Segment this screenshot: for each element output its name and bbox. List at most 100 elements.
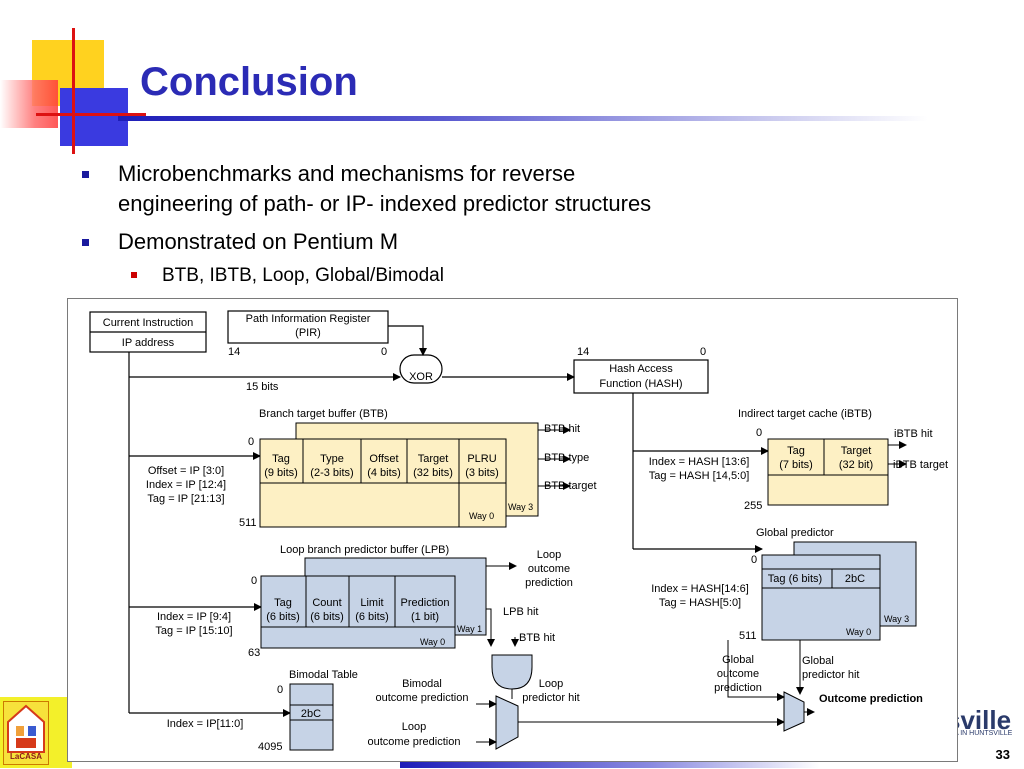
- btb-row-top: 0: [248, 436, 254, 448]
- lpb-col-name: Tag: [274, 597, 292, 609]
- pir-bit-low: 0: [381, 346, 387, 358]
- lpb-title: Loop branch predictor buffer (LPB): [280, 544, 449, 556]
- gp-row-bottom: 511: [739, 630, 757, 642]
- gp-row-top: 0: [751, 554, 757, 566]
- bimodal-row-top: 0: [277, 684, 283, 696]
- ibtb-col-sub: (7 bits): [779, 459, 813, 471]
- gp-hit-line: Global: [802, 655, 834, 667]
- lpb-col-sub: (6 bits): [310, 611, 344, 623]
- ibtb-title: Indirect target cache (iBTB): [738, 408, 872, 420]
- btb-table: [259, 422, 571, 528]
- ibtb-index-line: Index = HASH [13:6]: [649, 456, 750, 468]
- gp-way-front: Way 0: [846, 627, 871, 637]
- lpb-way-front: Way 0: [420, 637, 445, 647]
- sub-bullet-marker: [131, 272, 137, 278]
- gp-title: Global predictor: [756, 527, 834, 539]
- ibtb-row-bottom: 255: [744, 500, 762, 512]
- btb-index-line: Tag = IP [21:13]: [147, 493, 224, 505]
- hash-label-2: Function (HASH): [599, 378, 682, 390]
- bullet-3: BTB, IBTB, Loop, Global/Bimodal: [162, 265, 444, 286]
- ibtb-row-top: 0: [756, 427, 762, 439]
- gp-outcome-line: Global: [722, 654, 754, 666]
- gp-index-line: Tag = HASH[5:0]: [659, 597, 741, 609]
- diagram-canvas: Current Instruction IP address Path Info…: [89, 310, 948, 753]
- corner-vertical-line: [72, 28, 75, 154]
- loop-hit-line: Loop: [539, 678, 563, 690]
- lpb-col-name: Limit: [360, 597, 383, 609]
- btb-hit-gate-label: BTB hit: [519, 632, 555, 644]
- btb-type-out: BTB type: [544, 452, 589, 464]
- bottom-underline: [400, 762, 820, 768]
- btb-col-name: Type: [320, 453, 344, 465]
- lpb-table: [260, 557, 519, 649]
- btb-col-sub: (2-3 bits): [310, 467, 353, 479]
- bimodal-cell: 2bC: [301, 708, 321, 720]
- hash-label-1: Hash Access: [609, 363, 673, 375]
- hash-bit-high: 14: [577, 346, 589, 358]
- ibtb-hit-out: iBTB hit: [894, 428, 933, 440]
- loop-outcome-bottom-line: Loop: [402, 721, 426, 733]
- global-predictor-table: [761, 541, 917, 641]
- gp-col-name: Tag (6 bits): [768, 573, 822, 585]
- hash-bit-low: 0: [700, 346, 706, 358]
- pir-label-1: Path Information Register: [246, 313, 371, 325]
- title-underline: [118, 116, 928, 121]
- lpb-col-name: Count: [312, 597, 341, 609]
- and-gate: [491, 654, 533, 699]
- final-outcome-prediction: Outcome prediction: [819, 693, 923, 705]
- bullet-marker: [82, 239, 89, 246]
- pir-label-2: (PIR): [295, 327, 321, 339]
- bimodal-table: [289, 683, 334, 751]
- bimodal-outcome-line: Bimodal: [402, 678, 442, 690]
- current-instruction-label: Current Instruction: [103, 317, 193, 329]
- gp-outcome-line: prediction: [714, 682, 762, 694]
- bullet-2: Demonstrated on Pentium M: [118, 229, 399, 254]
- btb-way-back: Way 3: [508, 502, 533, 512]
- bimodal-index-line: Index = IP[11:0]: [167, 718, 244, 730]
- ibtb-col-name: Tag: [787, 445, 805, 457]
- lacasa-logo-text: LaCASA: [9, 752, 42, 761]
- lpb-outcome-line: Loop: [537, 549, 561, 561]
- gp-col-name: 2bC: [845, 573, 865, 585]
- btb-col-sub: (9 bits): [264, 467, 298, 479]
- btb-index-line: Offset = IP [3:0]: [148, 465, 224, 477]
- gp-hit-line: predictor hit: [802, 669, 859, 681]
- lpb-col-sub: (6 bits): [355, 611, 389, 623]
- xor-label: XOR: [409, 371, 433, 383]
- ibtb-table: [767, 438, 907, 506]
- lpb-col-sub: (6 bits): [266, 611, 300, 623]
- lpb-outcome-line: outcome: [528, 563, 570, 575]
- btb-col-name: Target: [418, 453, 449, 465]
- pir-bit-high: 14: [228, 346, 240, 358]
- lpb-row-top: 0: [251, 575, 257, 587]
- bimodal-row-bottom: 4095: [258, 741, 282, 753]
- bullet-1-line-2: engineering of path- or IP- indexed pred…: [118, 191, 652, 216]
- slide-title: Conclusion: [140, 60, 358, 104]
- corner-blue-square: [60, 88, 128, 146]
- btb-target-out: BTB target: [544, 480, 597, 492]
- lpb-hit-label: LPB hit: [503, 606, 538, 618]
- fifteen-bits-label: 15 bits: [246, 381, 279, 393]
- btb-col-name: Tag: [272, 453, 290, 465]
- loop-hit-line: predictor hit: [522, 692, 579, 704]
- ip-address-label: IP address: [122, 337, 175, 349]
- btb-index-line: Index = IP [12:4]: [146, 479, 226, 491]
- predictor-diagram: Current Instruction IP address Path Info…: [67, 298, 958, 762]
- gp-outcome-line: outcome: [717, 668, 759, 680]
- gp-way-back: Way 3: [884, 614, 909, 624]
- lpb-col-sub: (1 bit): [411, 611, 439, 623]
- ibtb-col-name: Target: [841, 445, 872, 457]
- btb-title: Branch target buffer (BTB): [259, 408, 388, 420]
- ibtb-target-out: iBTB target: [893, 459, 948, 471]
- btb-hit-out: BTB hit: [544, 423, 580, 435]
- partial-logo-subtext: A IN HUNTSVILLE: [954, 730, 1013, 737]
- corner-red-square: [0, 80, 58, 128]
- btb-col-sub: (32 bits): [413, 467, 453, 479]
- loop-mux: [476, 695, 785, 750]
- loop-outcome-bottom-line: outcome prediction: [368, 736, 461, 748]
- btb-row-bottom: 511: [239, 517, 257, 529]
- bimodal-outcome-line: outcome prediction: [376, 692, 469, 704]
- bullet-marker: [82, 171, 89, 178]
- btb-way-front: Way 0: [469, 511, 494, 521]
- page-number: 33: [995, 747, 1010, 762]
